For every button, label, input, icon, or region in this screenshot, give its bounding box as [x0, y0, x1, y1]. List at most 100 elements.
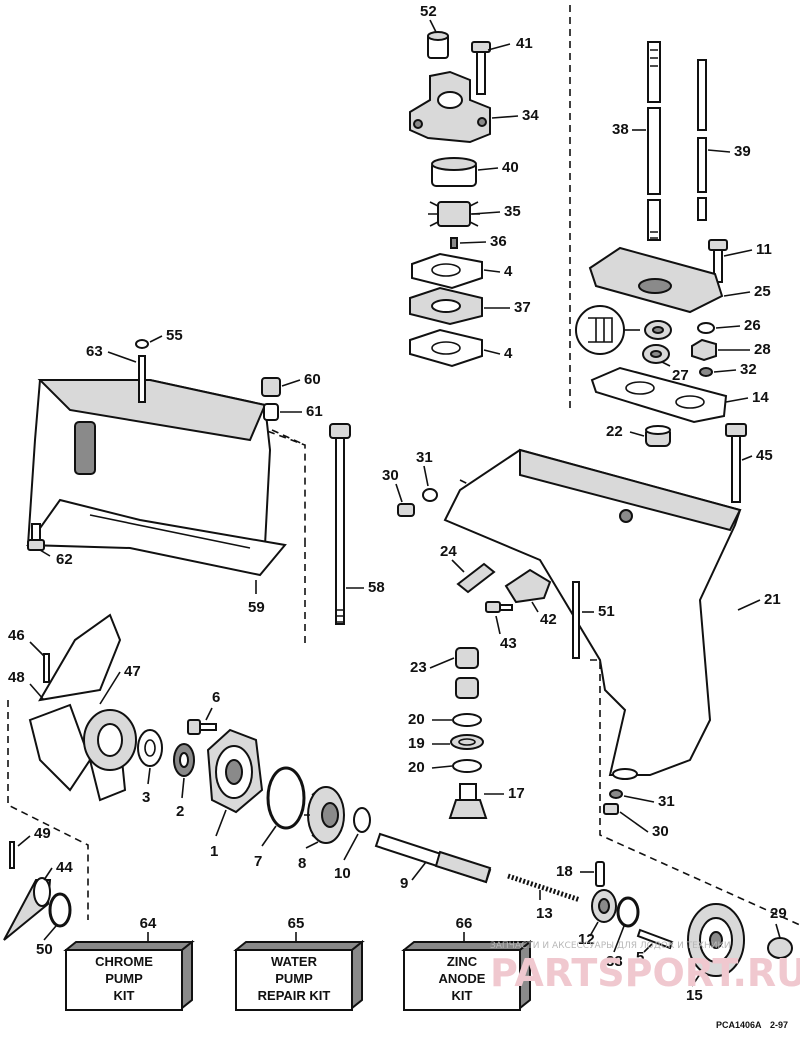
nose-cone-part [3, 877, 52, 941]
leader-line-p4a [483, 269, 501, 273]
callout-p17: 17 [508, 785, 525, 802]
lower-washer-part [609, 789, 623, 799]
thrust-bearing-part [450, 734, 484, 750]
leader-line-p35 [471, 211, 501, 215]
callout-p42: 42 [540, 611, 557, 628]
leader-line-p21 [737, 599, 761, 611]
callout-p15: 15 [686, 987, 703, 1004]
bearing-housing-part [206, 728, 264, 814]
seals-part [642, 320, 672, 364]
leader-line-p7 [261, 825, 277, 847]
seal-detail-part [575, 305, 640, 355]
bushing-lower-part [263, 403, 279, 421]
leader-line-p36 [459, 241, 487, 244]
leader-line-p43 [495, 615, 501, 635]
kit-number-66: 66 [456, 915, 473, 932]
shift-pin-part [595, 861, 605, 887]
small-nut-part [699, 367, 713, 377]
leader-line-p5 [643, 943, 653, 953]
callout-p13: 13 [536, 905, 553, 922]
callout-p49: 49 [34, 825, 51, 842]
callout-p50: 50 [36, 941, 53, 958]
callout-p33: 33 [606, 953, 623, 970]
pump-plate-part [409, 286, 483, 326]
forward-gear-part [304, 786, 345, 844]
prop-pin-part [43, 653, 50, 683]
bracket-part [504, 568, 552, 604]
leader-line-p22 [629, 431, 645, 437]
leader-line-p11 [723, 249, 753, 257]
housing-o-ring-part [266, 766, 306, 830]
callout-p7: 7 [254, 853, 262, 870]
callout-p30a: 30 [382, 467, 399, 484]
clutch-dog-part [591, 889, 617, 923]
callout-p55: 55 [166, 327, 183, 344]
washer-part [697, 322, 715, 334]
callout-p27: 27 [672, 367, 689, 384]
leader-line-p14 [725, 397, 749, 403]
pump-gasket-upper-part [411, 252, 483, 290]
callout-p37: 37 [514, 299, 531, 316]
callout-p41: 41 [516, 35, 533, 52]
callout-leaders [17, 19, 781, 987]
shift-rod-part [697, 59, 707, 221]
leader-line-p12 [589, 921, 599, 937]
callout-p25: 25 [754, 283, 771, 300]
callout-p34: 34 [522, 107, 539, 124]
kit-line-water: WATER [271, 954, 318, 969]
driveshaft-part [647, 41, 661, 241]
leader-line-p41 [487, 43, 511, 51]
gearcase-bolt-part [725, 423, 747, 503]
callout-p44: 44 [56, 859, 73, 876]
callout-p62: 62 [56, 551, 73, 568]
callout-p32: 32 [740, 361, 757, 378]
kit-number-65: 65 [288, 915, 305, 932]
callout-p30b: 30 [652, 823, 669, 840]
leader-line-p23 [429, 657, 455, 669]
callout-p12: 12 [578, 931, 595, 948]
bracket-screw-part [485, 601, 513, 613]
cotter-pin-part [9, 841, 15, 869]
callout-p20a: 20 [408, 711, 425, 728]
cone-o-ring-part [48, 892, 72, 928]
leader-line-p30b [619, 811, 649, 833]
kit-line-pump: PUMP [105, 971, 143, 986]
kit-box-zinc-anode [401, 939, 533, 1011]
callout-p38: 38 [612, 121, 629, 138]
pump-housing-part [409, 70, 491, 144]
base-gasket-part [590, 366, 728, 424]
reverse-gear-part [687, 903, 745, 977]
leader-line-p33 [613, 925, 625, 953]
callout-p8: 8 [298, 855, 306, 872]
callout-p23: 23 [410, 659, 427, 676]
upper-screw-part [397, 503, 415, 517]
callout-p31b: 31 [658, 793, 675, 810]
callout-p47: 47 [124, 663, 141, 680]
shift-cradle-pin-part [636, 928, 674, 950]
leader-line-p50 [43, 925, 57, 941]
callout-p63: 63 [86, 343, 103, 360]
callout-p59: 59 [248, 599, 265, 616]
callout-p39: 39 [734, 143, 751, 160]
callout-p22: 22 [606, 423, 623, 440]
callout-p51: 51 [598, 603, 615, 620]
callout-p31a: 31 [416, 449, 433, 466]
leader-line-p9 [411, 861, 427, 881]
thrust-washer-lower-part [452, 759, 482, 773]
upper-washer-part [422, 488, 438, 502]
leader-line-p45 [741, 455, 753, 461]
callout-p3: 3 [142, 789, 150, 806]
kit-line-anode: ANODE [439, 971, 486, 986]
prop-seal-part [173, 743, 195, 777]
gearcase-part [443, 448, 742, 780]
kit-line-chrome: CHROME [95, 954, 153, 969]
leader-line-p1 [215, 809, 227, 837]
lower-screw-part [603, 803, 619, 815]
leader-line-p55 [149, 335, 163, 343]
leader-line-p39 [707, 149, 731, 153]
propeller-part [28, 613, 137, 802]
leader-line-p29 [775, 923, 781, 939]
